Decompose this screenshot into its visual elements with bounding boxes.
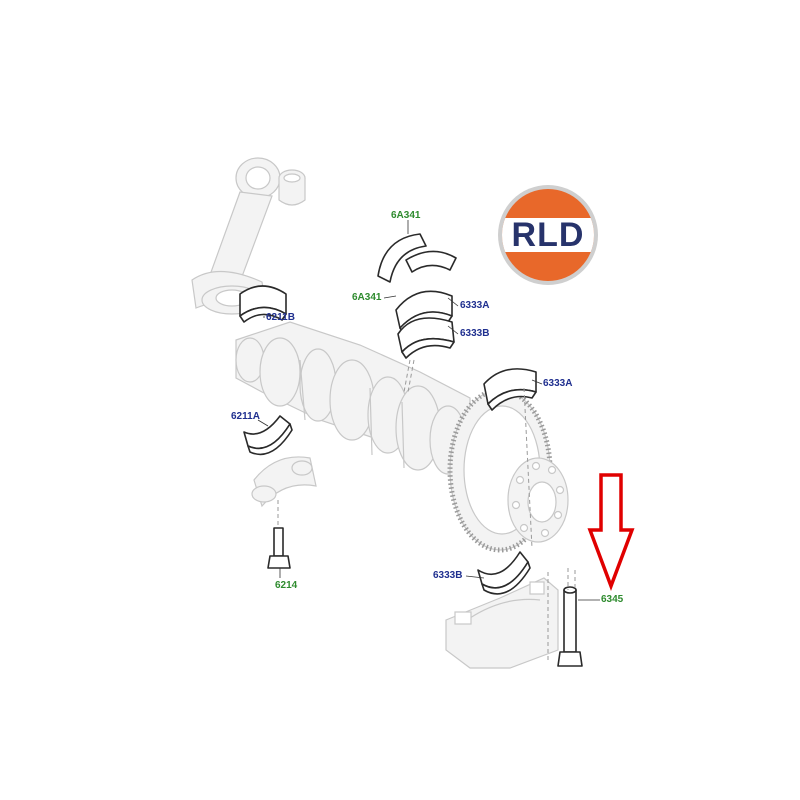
leader-lines	[257, 220, 600, 601]
label-6333A-upper: 6333A	[460, 300, 490, 311]
thrust-washer-upper	[377, 233, 457, 283]
rod-cap	[251, 456, 317, 508]
crankshaft	[235, 321, 471, 475]
down-arrow-icon	[587, 473, 635, 591]
label-6211B: 6211B	[266, 312, 295, 323]
bearing-6333A-right	[483, 368, 537, 411]
bearing-6333B-lower	[477, 551, 531, 595]
assembly-axes	[277, 359, 576, 660]
logo-text: RLD	[511, 215, 585, 254]
label-6211A: 6211A	[231, 411, 260, 422]
bearing-6333B-upper	[397, 317, 455, 359]
label-6333B-upper: 6333B	[460, 328, 490, 339]
label-6345: 6345	[601, 594, 624, 605]
label-6A341-mid: 6A341	[352, 292, 382, 303]
rod-bolt	[267, 527, 291, 569]
small-bush	[278, 169, 306, 206]
logo-badge	[498, 185, 598, 285]
bearing-6211A	[243, 415, 293, 456]
label-6333B-lower: 6333B	[433, 570, 463, 581]
label-6333A-right: 6333A	[543, 378, 573, 389]
connecting-rod	[191, 157, 281, 315]
label-6214: 6214	[275, 580, 298, 591]
flywheel	[447, 387, 569, 553]
main-bearing-cap	[445, 577, 559, 669]
label-6A341-top: 6A341	[391, 210, 421, 221]
main-bearing-bolt	[557, 586, 583, 667]
bearing-6211B	[239, 285, 287, 323]
rld-logo: RLD	[497, 184, 599, 286]
